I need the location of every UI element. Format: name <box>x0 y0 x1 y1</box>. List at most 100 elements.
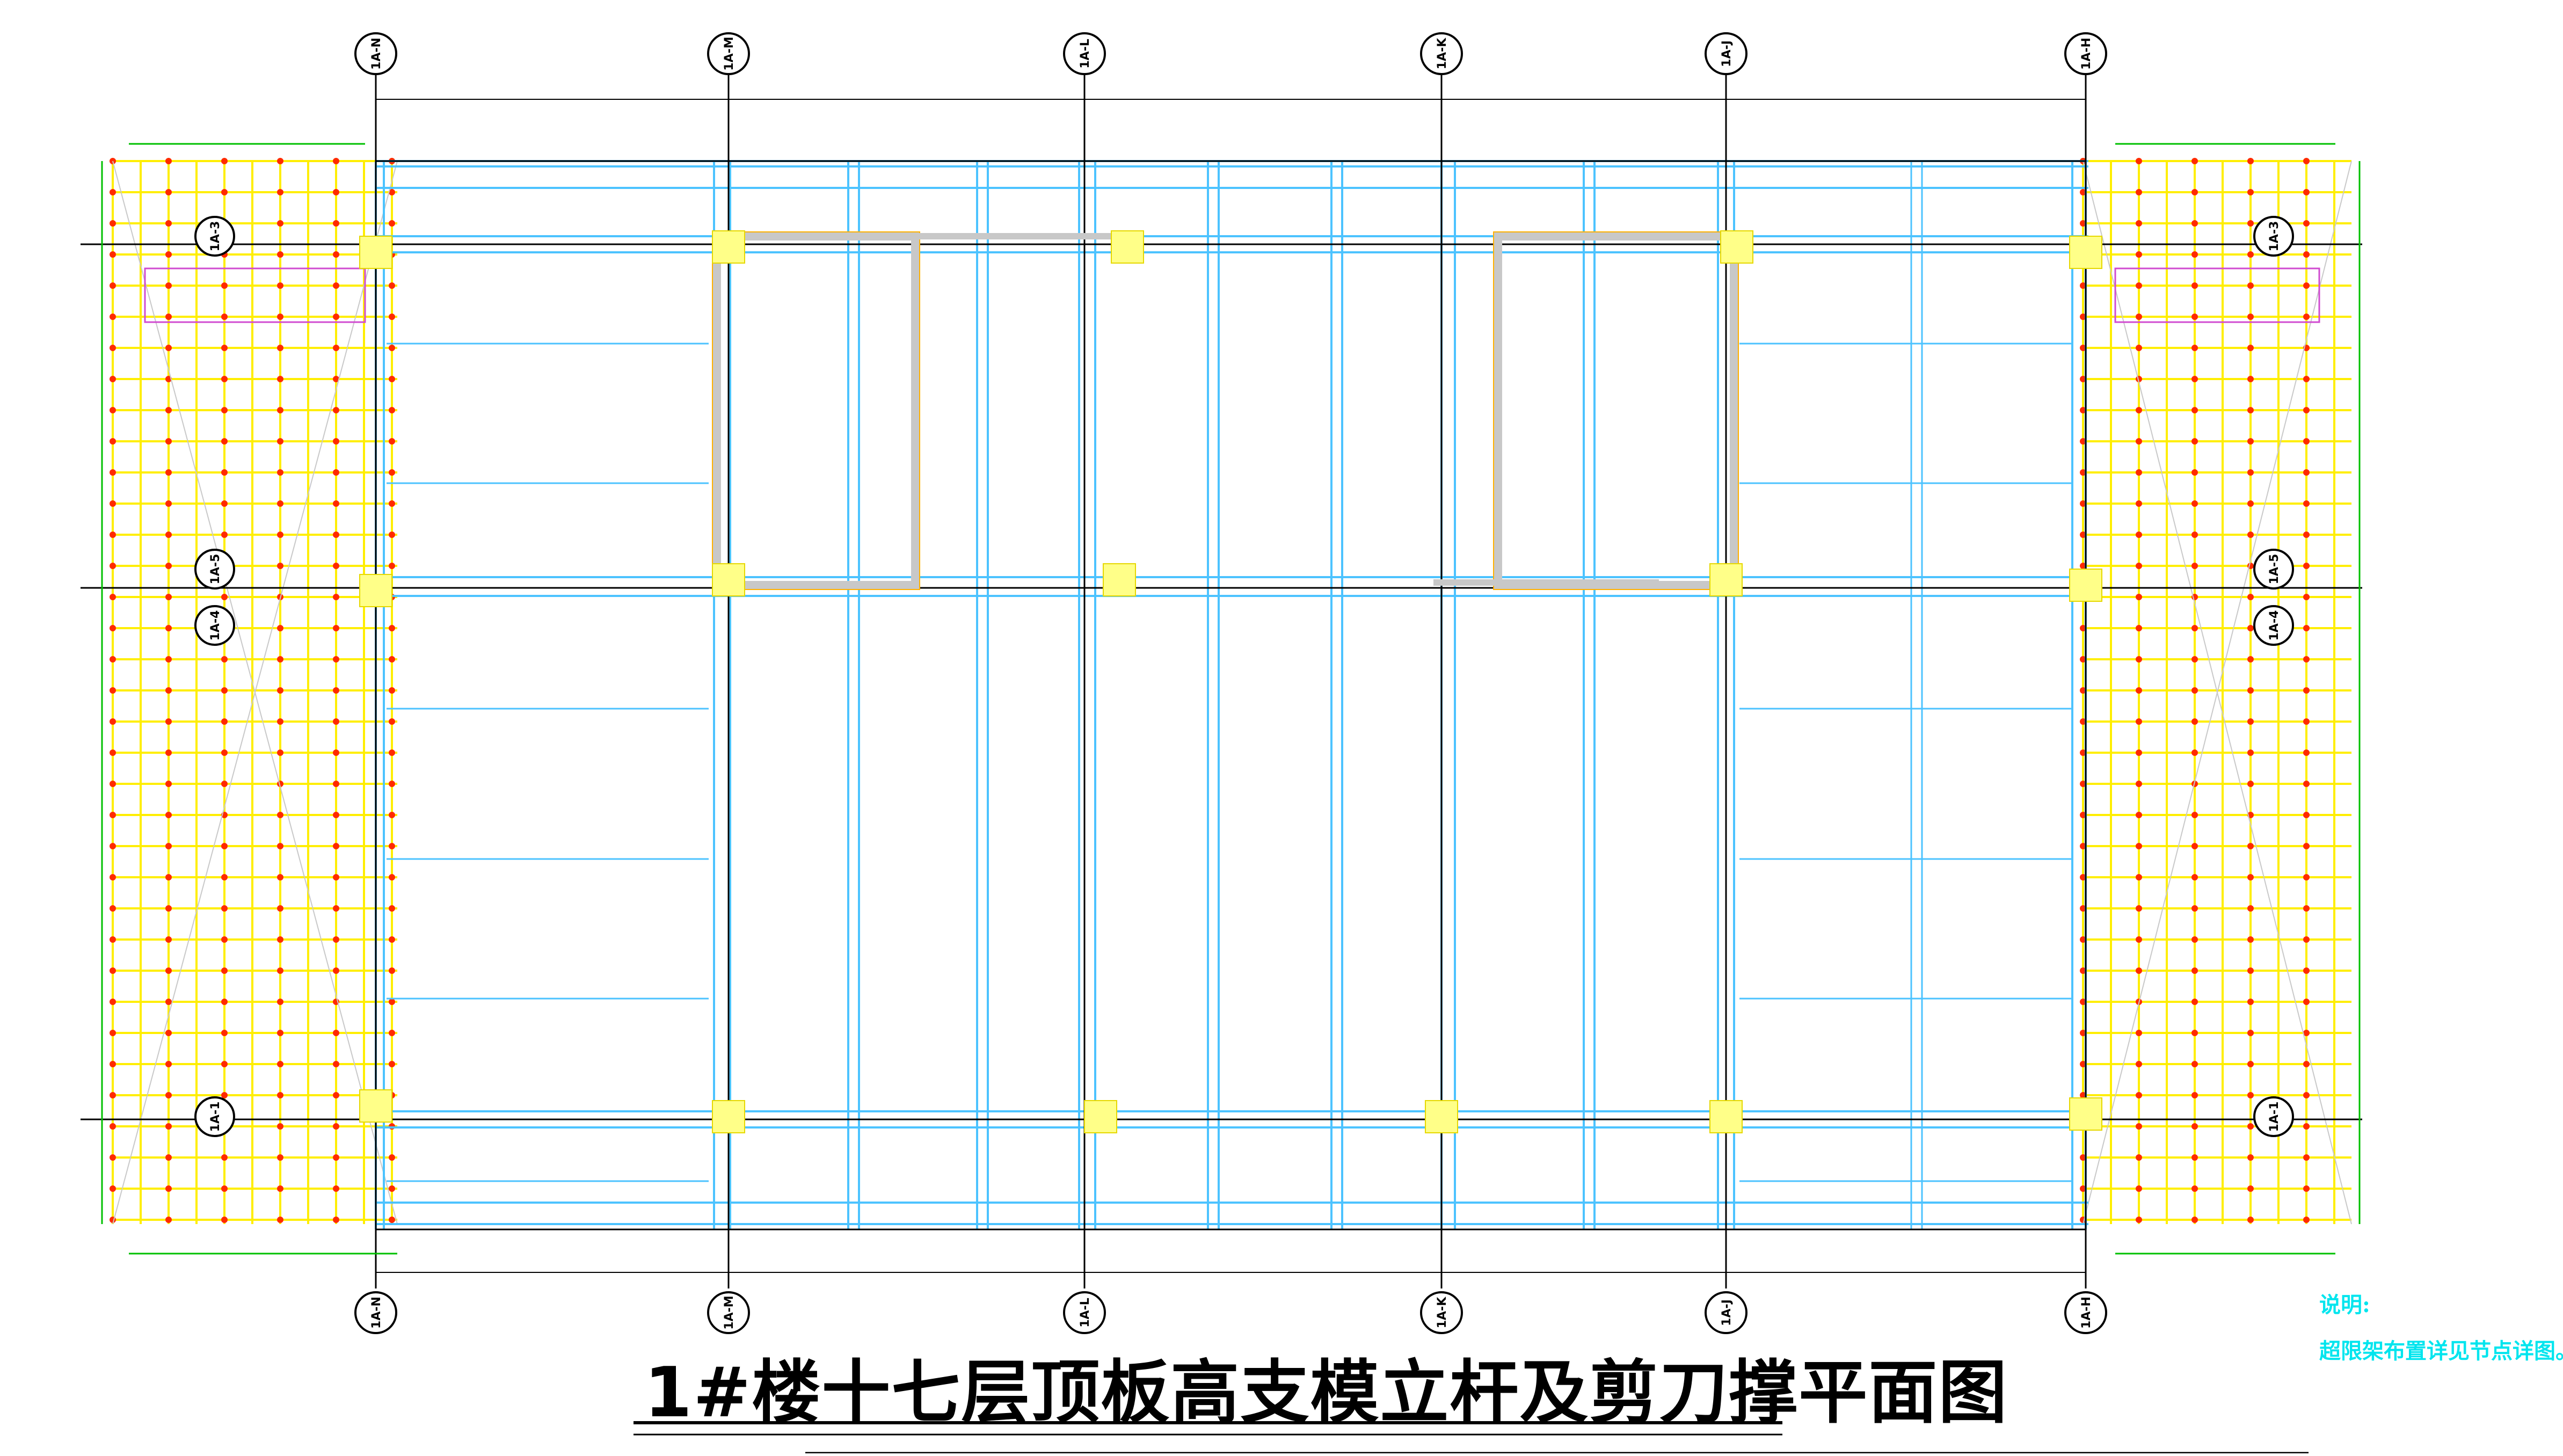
right-scaffold-pole-dot <box>2247 1030 2254 1036</box>
right-scaffold-pole-dot <box>2303 749 2310 756</box>
right-scaffold-brace-frame <box>2114 267 2320 323</box>
axis-label: 1A-K <box>1436 38 1449 69</box>
left-scaffold-pole-dot <box>277 718 283 725</box>
left-scaffold-pole-dot <box>221 1154 228 1161</box>
right-scaffold-pole-dot <box>2191 251 2198 258</box>
left-scaffold-pole-dot <box>389 407 395 413</box>
axis-bubble <box>707 32 750 75</box>
right-scaffold-pole-dot <box>2247 749 2254 756</box>
left-scaffold-brace-frame <box>144 267 366 323</box>
left-scaffold-pole-dot <box>110 189 116 195</box>
axis-bubble <box>1705 1291 1747 1334</box>
axis-label: 1A-K <box>1436 1297 1449 1328</box>
column <box>712 1100 745 1133</box>
left-scaffold-pole-dot <box>165 220 172 227</box>
right-scaffold-pole-dot <box>2303 314 2310 320</box>
right-scaffold-pole-dot <box>2191 345 2198 351</box>
left-scaffold-pole-dot <box>333 936 339 943</box>
left-scaffold-pole-dot <box>221 345 228 351</box>
left-scaffold-pole-dot <box>221 500 228 507</box>
right-scaffold-pole-dot <box>2136 1154 2142 1161</box>
right-scaffold-pole-dot <box>2136 469 2142 476</box>
right-scaffold-pole-dot <box>2247 1154 2254 1161</box>
left-scaffold-pole-dot <box>165 812 172 818</box>
core-wall-edge <box>1493 231 1739 590</box>
column <box>1720 230 1753 264</box>
axis-label: 1A-M <box>723 1295 736 1329</box>
right-scaffold-pole-dot <box>2303 594 2310 600</box>
axis-bubble <box>194 549 235 589</box>
left-scaffold-pole-dot <box>110 781 116 787</box>
left-scaffold-pole-dot <box>110 687 116 694</box>
right-scaffold-pole-dot <box>2247 1061 2254 1067</box>
right-scaffold-pole-dot <box>2136 532 2142 538</box>
left-scaffold-pole-dot <box>221 189 228 195</box>
left-scaffold-pole-dot <box>333 376 339 382</box>
left-scaffold-pole-dot <box>165 1154 172 1161</box>
right-scaffold-pole-dot <box>2191 749 2198 756</box>
left-scaffold-pole-dot <box>389 500 395 507</box>
column <box>2069 236 2102 269</box>
left-scaffold-pole-dot <box>110 532 116 538</box>
right-scaffold-pole-dot <box>2303 812 2310 818</box>
structural-frame <box>81 75 2362 1288</box>
right-scaffold-pole-dot <box>2303 282 2310 289</box>
axis-bubble <box>354 32 397 75</box>
right-scaffold-pole-dot <box>2191 812 2198 818</box>
right-scaffold-pole-dot <box>2247 967 2254 974</box>
right-scaffold-pole-dot <box>2303 1154 2310 1161</box>
left-scaffold-pole-dot <box>110 1185 116 1192</box>
left-scaffold-pole-dot <box>333 532 339 538</box>
axis-bubble <box>194 1096 235 1137</box>
axis-bubble <box>2253 216 2294 257</box>
right-scaffold-pole-dot <box>2191 625 2198 631</box>
axis-bubble <box>194 605 235 646</box>
left-scaffold-pole-dot <box>221 376 228 382</box>
left-scaffold-pole-dot <box>277 1217 283 1223</box>
right-scaffold-pole-dot <box>2191 843 2198 849</box>
right-scaffold-pole-dot <box>2136 656 2142 663</box>
column <box>1709 1100 1743 1133</box>
right-scaffold-pole-dot <box>2136 158 2142 164</box>
right-scaffold-pole-dot <box>2303 1061 2310 1067</box>
left-scaffold-pole-dot <box>221 282 228 289</box>
left-scaffold-pole-dot <box>110 563 116 569</box>
left-scaffold-pole-dot <box>221 718 228 725</box>
column <box>2069 569 2102 602</box>
notes-heading: 说明: <box>2319 1292 2370 1317</box>
left-scaffold-pole-dot <box>389 812 395 818</box>
left-scaffold-pole-dot <box>389 1061 395 1067</box>
left-scaffold-pole-dot <box>333 874 339 880</box>
left-scaffold-pole-dot <box>110 656 116 663</box>
right-scaffold-pole-dot <box>2303 532 2310 538</box>
right-scaffold-pole-dot <box>2191 282 2198 289</box>
right-scaffold-pole-dot <box>2247 1185 2254 1192</box>
right-scaffold-pole-dot <box>2247 905 2254 912</box>
axis-label: 1A-N <box>370 1297 383 1329</box>
left-scaffold-pole-dot <box>110 1030 116 1036</box>
left-scaffold-pole-dot <box>165 1061 172 1067</box>
right-scaffold-pole-dot <box>2136 407 2142 413</box>
right-scaffold-pole-dot <box>2191 1185 2198 1192</box>
right-scaffold-pole-dot <box>2191 718 2198 725</box>
title-underline <box>634 1421 2309 1454</box>
right-scaffold-pole-dot <box>2191 314 2198 320</box>
left-scaffold-pole-dot <box>165 282 172 289</box>
right-scaffold-pole-dot <box>2247 843 2254 849</box>
column <box>359 236 392 269</box>
right-scaffold-pole-dot <box>2303 967 2310 974</box>
right-scaffold-pole-dot <box>2191 905 2198 912</box>
left-scaffold-pole-dot <box>110 843 116 849</box>
left-scaffold-pole-dot <box>110 594 116 600</box>
right-scaffold-pole-dot <box>2136 1061 2142 1067</box>
right-scaffold-pole-dot <box>2136 1030 2142 1036</box>
left-scaffold-pole-dot <box>277 500 283 507</box>
left-scaffold-pole-dot <box>165 625 172 631</box>
left-scaffold-pole-dot <box>389 781 395 787</box>
left-scaffold-pole-dot <box>333 1154 339 1161</box>
left-scaffold-pole-dot <box>333 905 339 912</box>
right-scaffold-pole-dot <box>2247 1217 2254 1223</box>
left-scaffold-pole-dot <box>389 1154 395 1161</box>
left-scaffold-pole-dot <box>165 532 172 538</box>
left-scaffold-pole-dot <box>277 967 283 974</box>
